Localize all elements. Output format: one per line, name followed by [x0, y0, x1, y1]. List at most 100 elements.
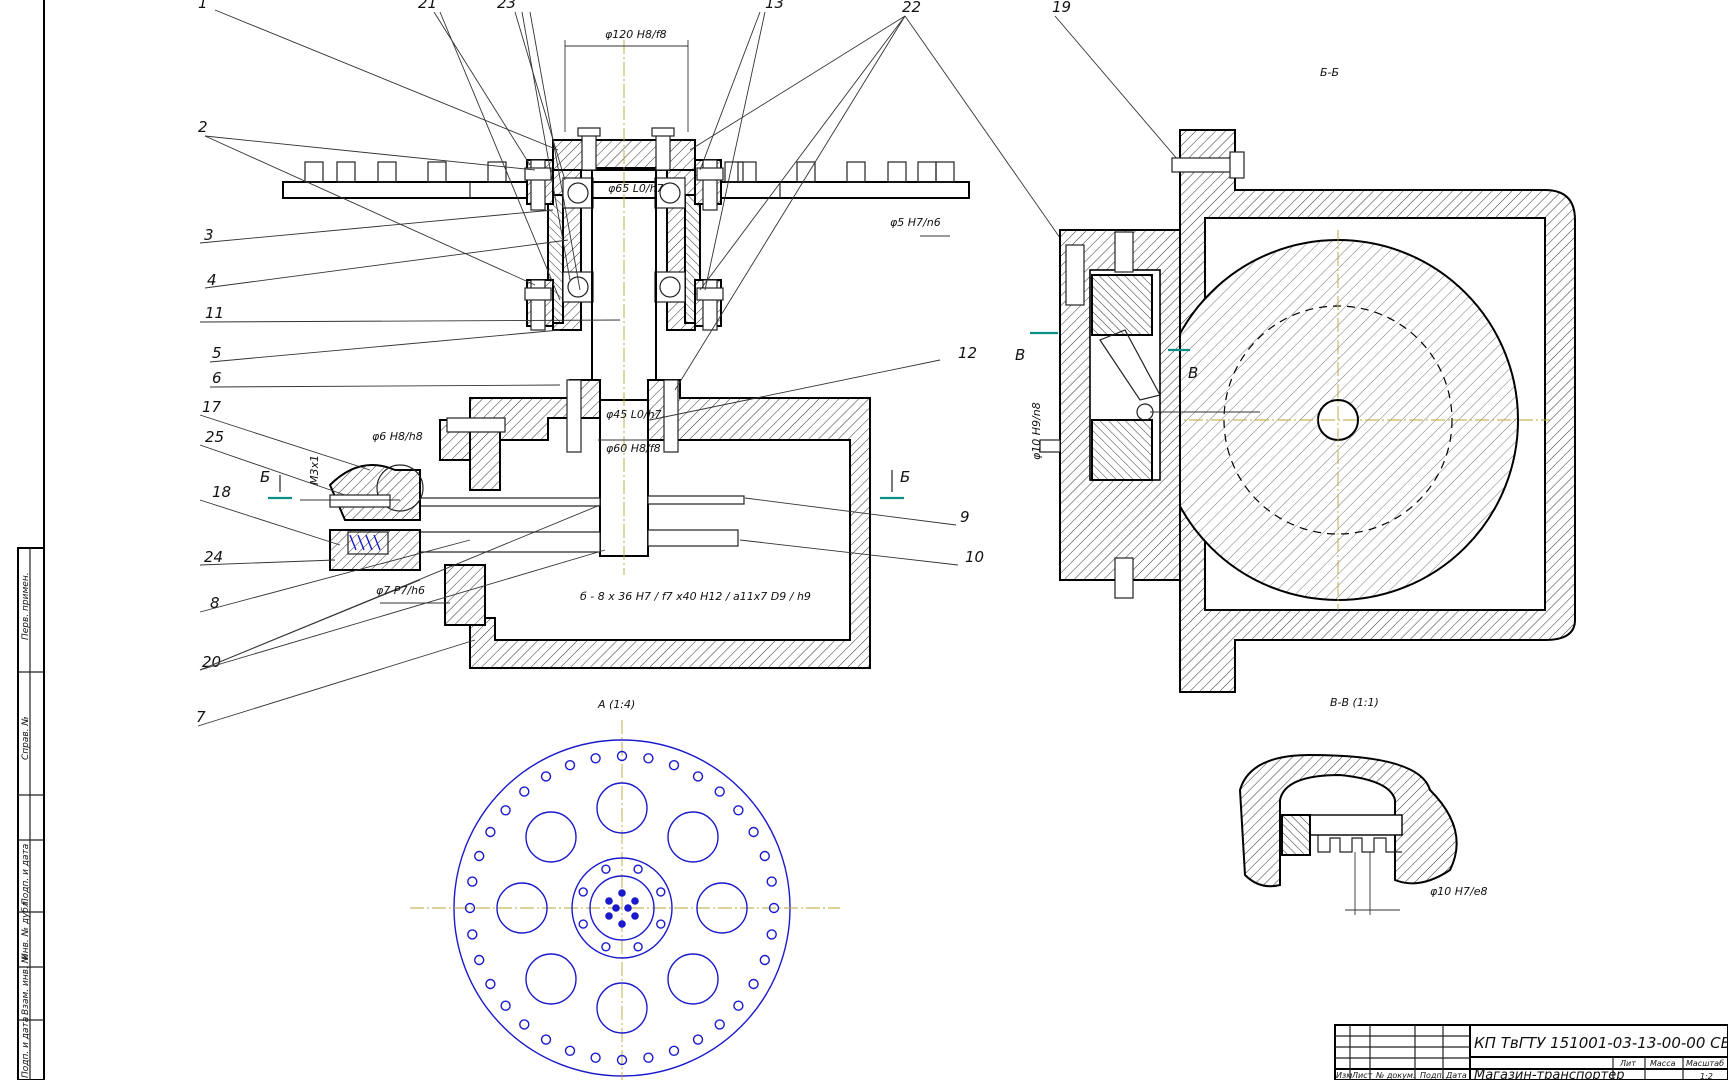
outer-bolt-hole [590, 1052, 601, 1063]
outer-bolt-hole [616, 750, 628, 762]
callout-24: 24 [204, 548, 223, 566]
view-a-outer-holes [464, 750, 780, 1066]
outer-bolt-hole [540, 1034, 552, 1045]
title-block: КП ТвГТУ 151001-03-13-00-00 СБ Магазин-т… [1334, 1024, 1728, 1080]
dim-d6: φ6 H8/h8 [372, 430, 423, 443]
outer-bolt-hole [519, 1019, 530, 1030]
callout-6: 6 [212, 369, 222, 387]
outer-bolt-hole [768, 902, 780, 914]
dim-d10-vv: φ10 H7/e8 [1430, 885, 1488, 898]
outer-bolt-hole [733, 1000, 744, 1011]
callout-5: 5 [212, 344, 222, 362]
main-view-callouts: 1 21 23 13 22 19 2 3 4 11 5 6 17 25 18 2… [196, 0, 1179, 727]
callout-8: 8 [210, 594, 220, 612]
center-hole [605, 897, 613, 905]
section-bb-title: Б-Б [1320, 66, 1339, 79]
section-marker-b: Б Б [260, 468, 910, 500]
outer-bolt-hole [467, 876, 478, 887]
outer-bolt-hole [714, 1019, 725, 1030]
outer-bolt-hole [733, 805, 744, 816]
outer-bolt-hole [643, 753, 654, 764]
dim-d5: φ5 H7/n6 [890, 216, 941, 229]
outer-bolt-hole [759, 954, 770, 966]
section-marker-v-left: В [1015, 346, 1025, 364]
margin-label-sign-date-1: Подп. и дата [21, 844, 31, 905]
outer-bolt-hole [748, 826, 759, 838]
dim-d65: φ65 L0/h7 [608, 182, 664, 195]
section-marker-b-right: Б [900, 468, 910, 486]
callout-1: 1 [198, 0, 208, 12]
view-a-hub-holes [605, 889, 639, 928]
title-block-lit: Лит [1619, 1059, 1636, 1068]
section-bb-view: Б-Б В В φ10 H9/n8 [1015, 66, 1576, 693]
dim-d7: φ7 P7/h6 [376, 584, 425, 597]
margin-label-sign-date-2: Подп. и дата [21, 1017, 31, 1078]
outer-bolt-hole [714, 786, 725, 797]
callout-2: 2 [198, 118, 208, 136]
sheet-frame [17, 0, 45, 1080]
callout-23: 23 [497, 0, 516, 12]
margin-labels: Перв. примен. Справ. № Подп. и дата Инв.… [21, 572, 31, 1078]
hub-bolt-hole [633, 864, 643, 874]
callout-20: 20 [202, 653, 221, 671]
view-a-title: А (1:4) [597, 698, 635, 711]
hub-bolt-hole [601, 942, 611, 952]
margin-label-ref-no: Справ. № [21, 716, 31, 760]
title-block-scale-value: 1:2 [1700, 1072, 1713, 1080]
title-block-code: КП ТвГТУ 151001-03-13-00-00 СБ [1474, 1034, 1728, 1052]
hub-bolt-hole [578, 887, 588, 897]
hub-bolt-hole [633, 942, 643, 952]
callout-10: 10 [965, 548, 984, 566]
hub-bolt-hole [601, 864, 611, 874]
outer-bolt-hole [474, 954, 485, 966]
outer-bolt-hole [464, 902, 476, 914]
center-hole [618, 889, 626, 897]
outer-bolt-hole [500, 805, 511, 816]
callout-19: 19 [1052, 0, 1071, 16]
center-hole [624, 904, 632, 912]
callout-18: 18 [212, 483, 231, 501]
outer-bolt-hole [564, 760, 576, 771]
margin-label-dup-inv: Инв. № дубл. [21, 898, 31, 960]
outer-bolt-hole [564, 1045, 576, 1057]
hub-bolts [524, 127, 724, 331]
callout-17: 17 [202, 398, 222, 416]
title-block-hdr-docnum: № докум. [1375, 1071, 1415, 1080]
outer-bolt-hole [748, 978, 759, 990]
section-vv-view: В-В (1:1) φ10 H7/e8 [1238, 696, 1488, 915]
callout-4: 4 [207, 271, 217, 289]
outer-bolt-hole [766, 876, 777, 887]
center-hole [631, 897, 639, 905]
title-block-scale: Масштаб [1686, 1059, 1724, 1068]
callout-11: 11 [205, 304, 224, 322]
main-section-view [282, 40, 970, 669]
callout-9: 9 [960, 508, 970, 526]
callout-22: 22 [902, 0, 921, 16]
dim-d45: φ45 L0/h7 [606, 408, 662, 421]
callout-13: 13 [765, 0, 784, 12]
callout-7: 7 [196, 708, 206, 726]
outer-bolt-hole [500, 1000, 511, 1011]
callout-21: 21 [418, 0, 437, 12]
outer-bolt-hole [519, 786, 530, 797]
callout-25: 25 [205, 428, 224, 446]
section-vv-title: В-В (1:1) [1330, 696, 1379, 709]
dim-spline: б - 8 х 36 H7 / f7 х40 H12 / a11х7 D9 / … [580, 590, 811, 603]
view-a: А (1:4) [410, 698, 840, 1080]
callout-12: 12 [958, 344, 977, 362]
view-a-large-holes [496, 782, 748, 1034]
hub-bolt-hole [656, 887, 666, 897]
center-hole [612, 904, 620, 912]
hub-bolt-hole [578, 919, 588, 929]
title-block-mass: Масса [1650, 1059, 1676, 1068]
outer-bolt-hole [540, 771, 552, 782]
title-block-name: Магазин-транспортер [1474, 1068, 1625, 1080]
plate-sockets [304, 161, 955, 198]
outer-bolt-hole [474, 850, 485, 862]
outer-bolt-hole [668, 760, 680, 771]
margin-label-first-use: Перв. примен. [21, 572, 31, 640]
dim-m3: M3x1 [308, 455, 321, 485]
outer-bolt-hole [643, 1052, 654, 1063]
view-a-inner-holes [578, 864, 666, 952]
